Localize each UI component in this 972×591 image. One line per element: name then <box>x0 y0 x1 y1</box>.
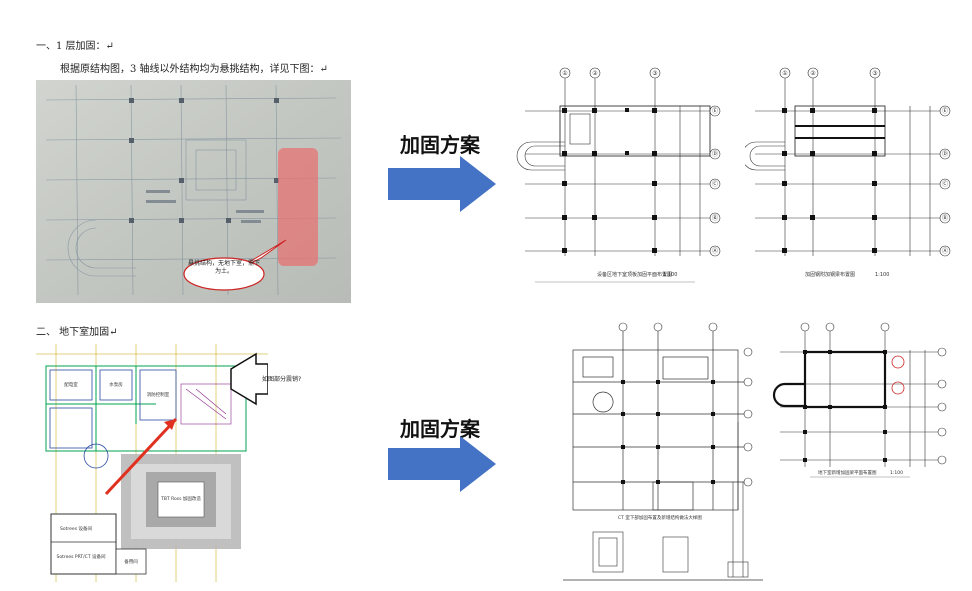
annotation-text: 如图部分震销? <box>262 376 302 383</box>
axis-label: Ⓓ <box>942 150 948 158</box>
reinforcement-plan-2b: 地下室新增加固梁平面布置图 1:100 <box>772 322 947 478</box>
axis-label: Ⓓ <box>712 150 718 158</box>
plan-caption: 地下室新增加固梁平面布置图 <box>818 469 877 476</box>
axis-label: ② <box>592 70 598 77</box>
section1-paragraph: 根据原结构图，3 轴线以外结构均为悬挑结构，详见下图：↵ <box>60 64 328 75</box>
axis-label: Ⓔ <box>712 107 718 115</box>
axis-label: Ⓐ <box>942 247 948 255</box>
axis-label: ③ <box>872 70 877 77</box>
plan-scale: 1:100 <box>663 272 677 278</box>
section1-heading: 一、1 层加固：↵ <box>36 41 114 52</box>
reinforcement-plan-2a: CT 室下部加固布置及新增结构做法大样图 <box>563 322 763 581</box>
room-label: 消防控制室 <box>147 391 170 398</box>
cantilever-highlight <box>278 148 318 266</box>
callout-text: 悬挑结构，无地下室，需下为土。 <box>187 260 260 275</box>
right-arrow-2 <box>388 436 496 492</box>
original-structure-sketch <box>36 80 351 303</box>
axis-label: Ⓒ <box>942 180 948 188</box>
reinforcement-plan-1b: ① ② ③ Ⓔ Ⓓ Ⓒ Ⓑ Ⓐ 加固钢附加钢梁布置图 1:100 <box>745 67 951 278</box>
plan-scale: 1:100 <box>890 470 903 476</box>
axis-label: Ⓔ <box>942 107 948 115</box>
room-label: 备用间 <box>124 558 138 565</box>
plan-scale: 1:100 <box>875 272 889 278</box>
plan-caption: 加固钢附加钢梁布置图 <box>805 271 855 278</box>
scheme-label-2: 加固方案 <box>400 417 480 441</box>
reinforcement-plan-1a: ① ② ③ Ⓔ Ⓓ Ⓒ Ⓑ Ⓐ 设备区地下室顶板加固平面布置图 1:100 <box>516 67 721 283</box>
axis-label: ① <box>562 70 567 77</box>
annotation-arrow-icon <box>230 352 268 406</box>
axis-label: Ⓒ <box>712 180 718 188</box>
scheme-label-1: 加固方案 <box>400 133 480 157</box>
axis-label: ② <box>810 70 816 77</box>
axis-label: ① <box>782 70 787 77</box>
axis-label: Ⓐ <box>712 247 718 255</box>
axis-label: ③ <box>652 70 657 77</box>
room-label: Sotrees 设备间 <box>60 525 92 532</box>
basement-cad-plan: 配电室 水泵房 消防控制室 TBT Ross 加固改造 Sotrees 设备间 … <box>36 344 268 582</box>
room-label: TBT Ross 加固改造 <box>160 495 201 502</box>
right-arrow-1 <box>388 156 496 212</box>
room-label: 配电室 <box>64 381 78 388</box>
plan-caption: CT 室下部加固布置及新增结构做法大样图 <box>618 514 702 521</box>
red-pointer-arrow <box>104 417 178 496</box>
callout-bubble <box>183 257 265 291</box>
original-structure-photo: 悬挑结构，无地下室，需下为土。 <box>36 80 351 303</box>
room-label: Sotrees PRT/CT 设备间 <box>56 553 106 560</box>
section2-heading: 二、 地下室加固↵ <box>36 327 118 338</box>
plan-caption: 设备区地下室顶板加固平面布置图 <box>597 271 672 278</box>
axis-label: Ⓑ <box>712 214 718 222</box>
axis-label: Ⓑ <box>942 214 948 222</box>
room-label: 水泵房 <box>109 381 123 388</box>
